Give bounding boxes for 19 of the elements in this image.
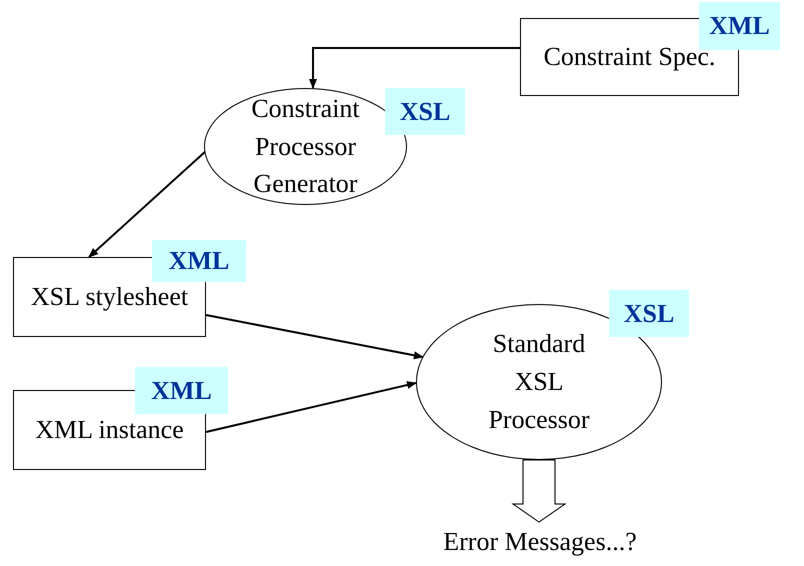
format-tag: [152, 240, 246, 282]
format-tag: [385, 88, 465, 135]
node-label: Constraint Processor Generator: [250, 92, 361, 200]
arrow: [309, 47, 520, 89]
node-label: XML instance: [35, 414, 184, 446]
node-label: Standard XSL Processor: [487, 328, 591, 436]
arrow: [206, 314, 424, 360]
format-tag: [135, 367, 228, 414]
node-label: XML: [168, 245, 230, 278]
node-label: Error Messages...?: [443, 526, 637, 558]
node-label: XSL stylesheet: [30, 281, 188, 314]
block-arrow: [511, 460, 567, 523]
format-tag: [609, 290, 689, 337]
arrow: [206, 381, 417, 433]
node-label: XML: [151, 374, 212, 407]
node-label: XSL: [400, 96, 450, 128]
node-label: XSL: [624, 298, 674, 330]
node-label: XML: [709, 10, 770, 42]
node-label: Constraint Spec.: [544, 41, 716, 74]
